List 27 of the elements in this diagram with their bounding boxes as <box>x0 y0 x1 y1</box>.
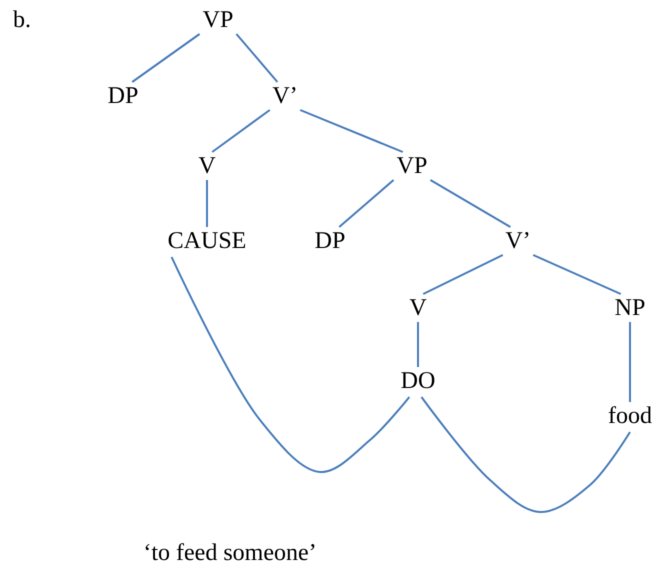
tree-node-label: food <box>608 404 652 428</box>
curved-link <box>170 256 410 473</box>
gloss-caption: ‘to feed someone’ <box>143 541 317 565</box>
tree-node-label: V’ <box>505 229 531 253</box>
tree-node-label: VP <box>202 8 234 32</box>
tree-branch <box>417 322 419 367</box>
tree-node-label: DP <box>314 229 346 253</box>
tree-node-label: V <box>409 296 427 320</box>
tree-node-label: DO <box>400 369 436 393</box>
tree-node-label: VP <box>396 154 428 178</box>
tree-node-label: DP <box>108 84 138 108</box>
tree-node-label: V <box>198 154 216 178</box>
tree-branch <box>422 254 504 295</box>
tree-branch <box>212 109 270 153</box>
tree-node-label: CAUSE <box>168 229 246 253</box>
tree-branch <box>430 179 511 228</box>
tree-node-label: V’ <box>272 84 298 108</box>
tree-branch <box>236 33 278 83</box>
tree-node-label: NP <box>614 296 646 320</box>
tree-branch <box>338 179 394 228</box>
curved-link <box>420 396 631 513</box>
tree-branch <box>206 180 208 227</box>
tree-branch <box>132 33 200 83</box>
panel-letter: b. <box>13 8 31 32</box>
tree-branch <box>629 322 631 402</box>
tree-branch <box>532 254 622 295</box>
tree-branch <box>300 109 404 153</box>
